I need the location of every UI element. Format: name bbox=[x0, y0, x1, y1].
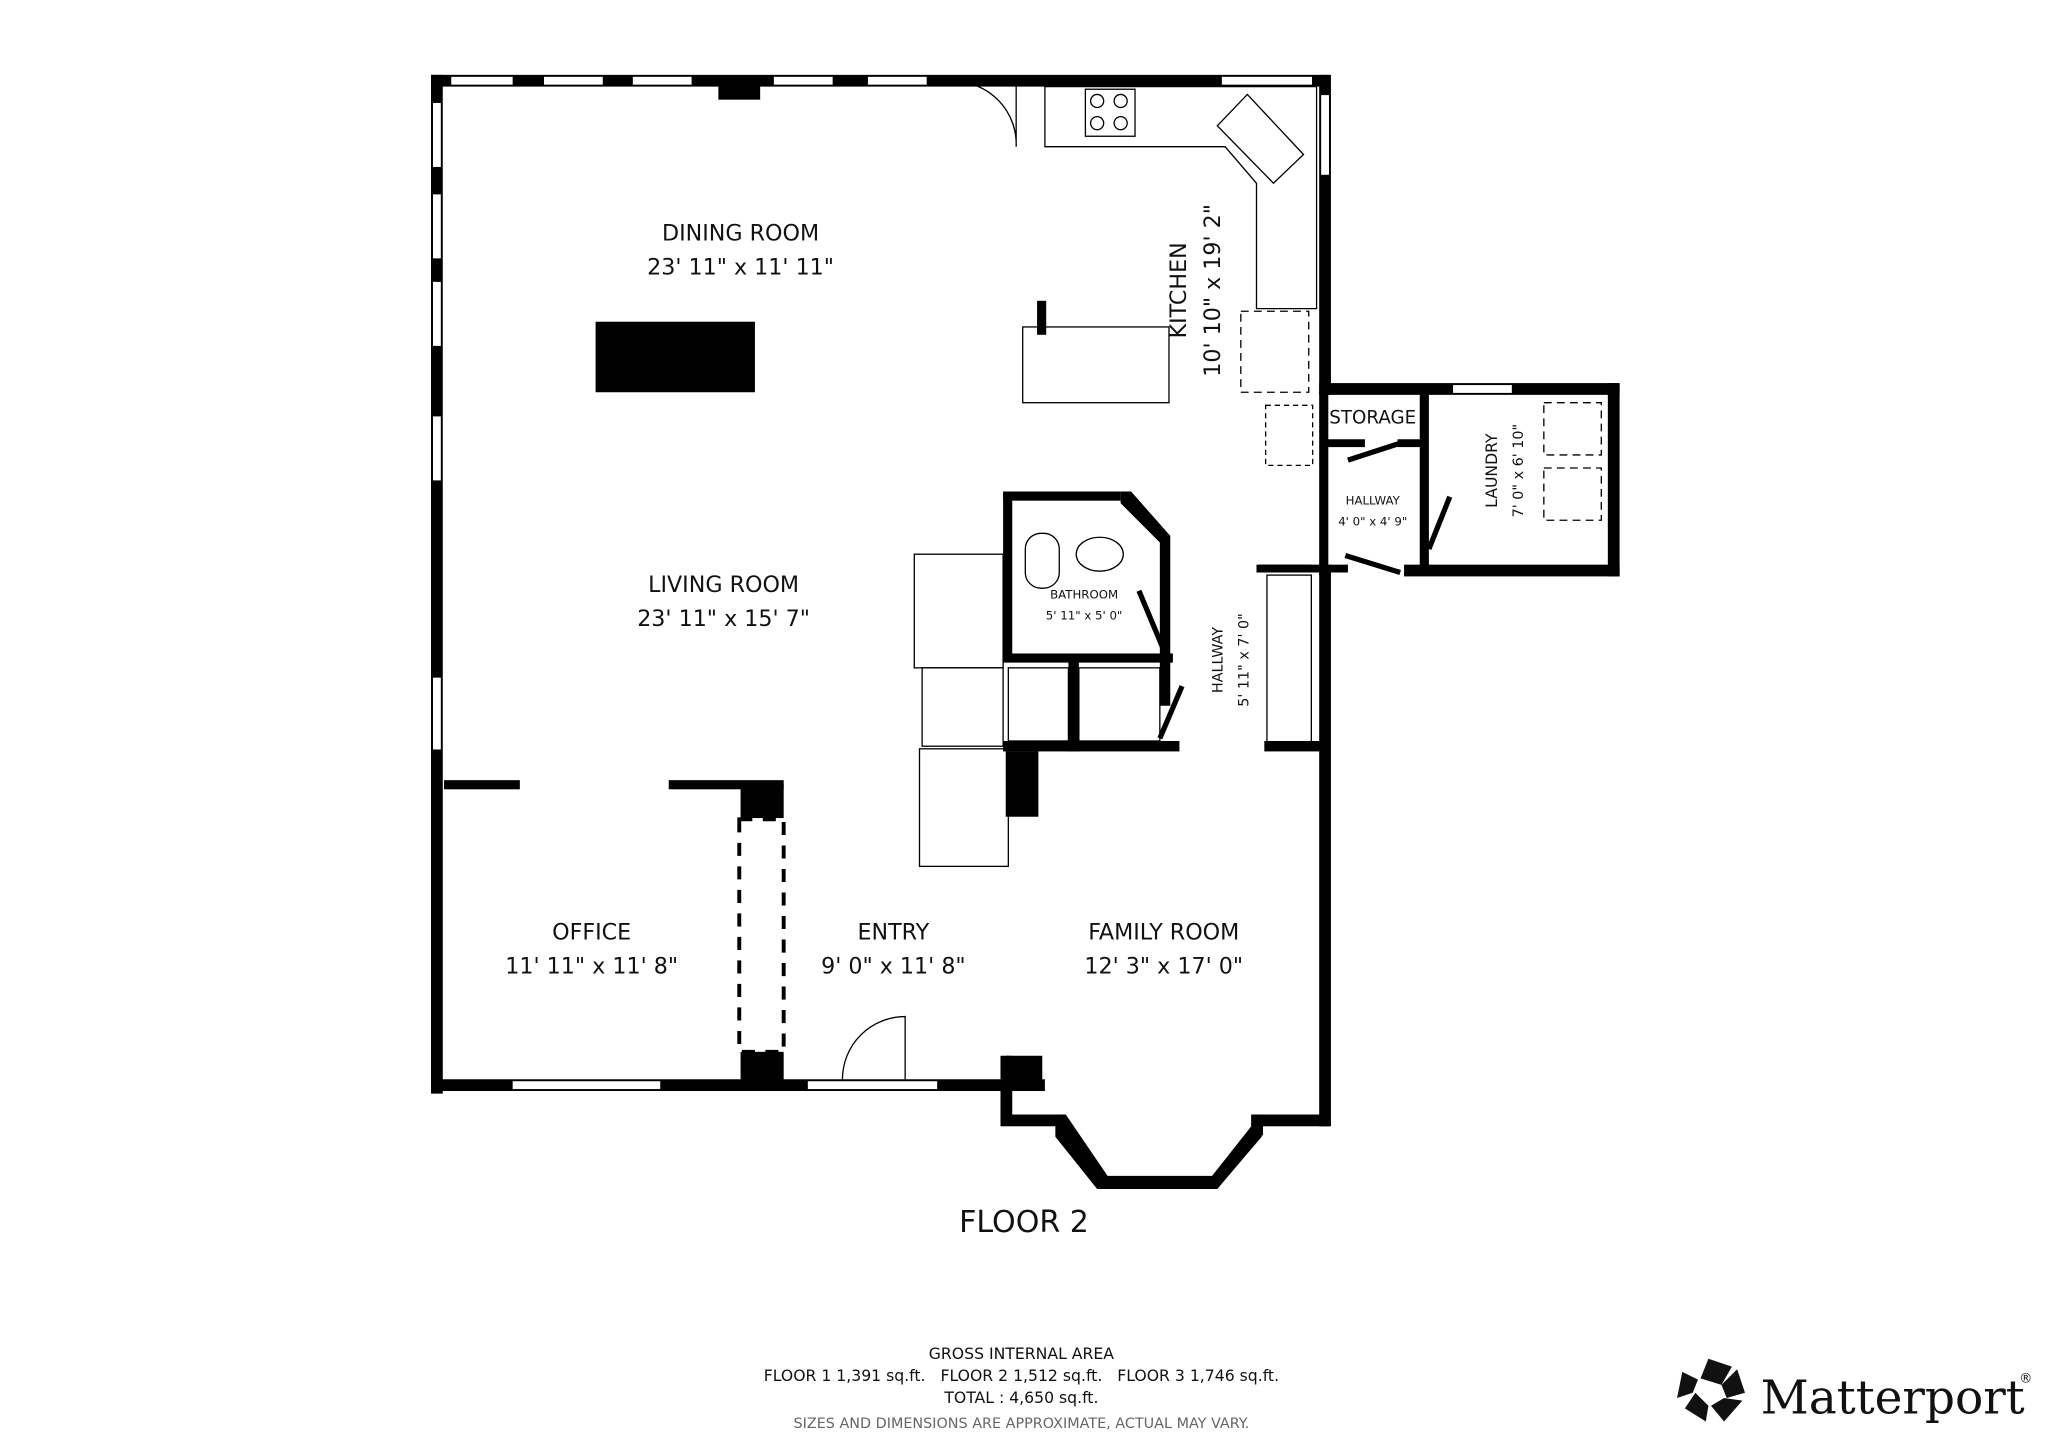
area-floors: FLOOR 1 1,391 sq.ft. FLOOR 2 1,512 sq.ft… bbox=[764, 1366, 1279, 1385]
matterport-logo: Matterport ® bbox=[1677, 1358, 2032, 1426]
brand-name: Matterport bbox=[1761, 1371, 2025, 1426]
laundry-dims: 7' 0" x 6' 10" bbox=[1511, 424, 1527, 518]
walls bbox=[431, 74, 1620, 1189]
disclaimer: SIZES AND DIMENSIONS ARE APPROXIMATE, AC… bbox=[794, 1416, 1250, 1432]
fixtures bbox=[737, 80, 1602, 1080]
family-room-name: FAMILY ROOM bbox=[1088, 920, 1239, 946]
cooktop-icon bbox=[1084, 88, 1136, 137]
office-name: OFFICE bbox=[552, 920, 631, 946]
registered-mark: ® bbox=[2019, 1371, 2032, 1386]
kitchen-island bbox=[1022, 326, 1170, 404]
living-room-name: LIVING ROOM bbox=[648, 572, 799, 598]
dining-room-dims: 23' 11" x 11' 11" bbox=[647, 255, 834, 281]
floor-title: FLOOR 2 bbox=[959, 1205, 1089, 1240]
tub-icon bbox=[1075, 536, 1124, 572]
area-heading: GROSS INTERNAL AREA bbox=[929, 1344, 1114, 1363]
windows bbox=[431, 75, 1514, 1091]
hallway-dims: 5' 11" x 7' 0" bbox=[1237, 613, 1253, 707]
hallway-name: HALLWAY bbox=[1211, 627, 1227, 693]
matterport-mark-icon bbox=[1677, 1358, 1745, 1422]
office-dims: 11' 11" x 11' 8" bbox=[505, 953, 678, 979]
bathroom-name: BATHROOM bbox=[1050, 588, 1118, 602]
living-room-dims: 23' 11" x 15' 7" bbox=[637, 606, 810, 632]
toilet-icon bbox=[1024, 532, 1060, 589]
front-door bbox=[841, 1015, 906, 1080]
hallway-small-dims: 4' 0" x 4' 9" bbox=[1338, 514, 1407, 528]
area-total: TOTAL : 4,650 sq.ft. bbox=[943, 1388, 1098, 1407]
sink-icon bbox=[1216, 93, 1305, 185]
laundry-name: LAUNDRY bbox=[1482, 433, 1501, 508]
kitchen-name: KITCHEN bbox=[1166, 242, 1192, 338]
kitchen-dims: 10' 10" x 19' 2" bbox=[1200, 204, 1226, 377]
family-room-dims: 12' 3" x 17' 0" bbox=[1084, 953, 1243, 979]
bathroom-dims: 5' 11" x 5' 0" bbox=[1046, 609, 1123, 623]
storage-name: STORAGE bbox=[1329, 408, 1416, 429]
room-labels: DINING ROOM 23' 11" x 11' 11" KITCHEN 10… bbox=[505, 204, 1527, 979]
entry-dims: 9' 0" x 11' 8" bbox=[821, 953, 966, 979]
entry-name: ENTRY bbox=[858, 920, 930, 946]
hallway-small-name: HALLWAY bbox=[1346, 494, 1401, 508]
area-summary: GROSS INTERNAL AREA FLOOR 1 1,391 sq.ft.… bbox=[764, 1344, 1279, 1432]
dining-room-name: DINING ROOM bbox=[662, 221, 819, 247]
